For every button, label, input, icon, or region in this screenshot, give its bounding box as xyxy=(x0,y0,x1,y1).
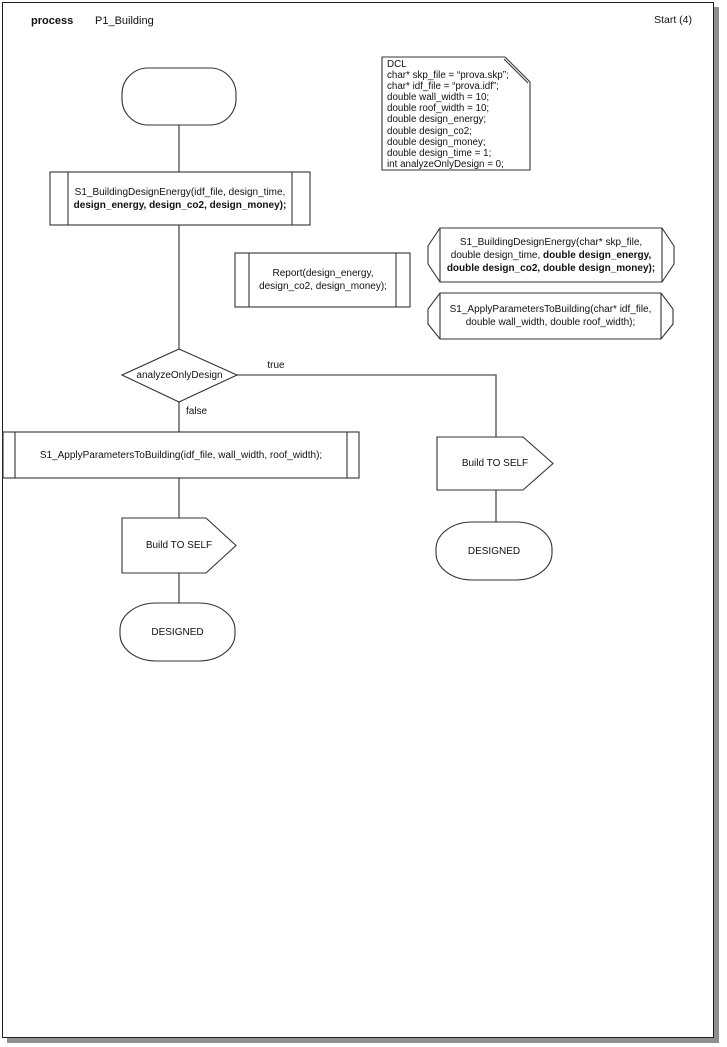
build-to-self-left-node[interactable]: Build TO SELF xyxy=(122,518,236,573)
decl-energy-line1: S1_BuildingDesignEnergy(char* skp_file, xyxy=(459,237,643,248)
build-to-self-right-node[interactable]: Build TO SELF xyxy=(437,437,553,490)
decl-apply-line2: double wall_width, double roof_width); xyxy=(465,317,636,328)
connector-true-branch xyxy=(237,374,497,437)
start-terminator-shape xyxy=(121,67,237,126)
call-energy-line2: design_energy, design_co2, design_money)… xyxy=(73,199,287,211)
call-apply-label: S1_ApplyParametersToBuilding(idf_file, w… xyxy=(39,449,323,461)
dcl-line: char* skp_file = “prova.skp”; xyxy=(387,70,509,82)
call-apply-shape xyxy=(2,431,360,479)
decl-apply-shape xyxy=(427,292,674,340)
connectors xyxy=(178,125,497,603)
decl-energy-shape xyxy=(427,227,675,283)
call-apply-node[interactable]: S1_ApplyParametersToBuilding(idf_file, w… xyxy=(15,433,347,477)
decl-energy-line3: double design_co2, double design_money); xyxy=(446,263,656,274)
decl-energy-line2-bold: double design_energy, xyxy=(540,250,652,261)
decl-apply-node[interactable]: S1_ApplyParametersToBuilding(char* idf_f… xyxy=(440,294,661,338)
designed-left-node[interactable]: DESIGNED xyxy=(120,603,235,661)
report-line2: design_co2, design_money); xyxy=(259,281,387,292)
dcl-line: double design_co2; xyxy=(387,125,472,137)
decl-energy-node[interactable]: S1_BuildingDesignEnergy(char* skp_file, … xyxy=(440,230,662,281)
dcl-line: int analyzeOnlyDesign = 0; xyxy=(387,158,504,170)
designed-right-node[interactable]: DESIGNED xyxy=(436,522,552,580)
decision-node[interactable]: analyzeOnlyDesign xyxy=(122,350,237,401)
process-name: P1_Building xyxy=(95,15,154,27)
dcl-note[interactable]: DCL char* skp_file = “prova.skp”; char* … xyxy=(387,59,527,170)
dcl-line: double design_time = 1; xyxy=(387,147,492,159)
process-kind-label: process xyxy=(31,15,74,27)
dcl-line: DCL xyxy=(387,59,407,70)
call-energy-node[interactable]: S1_BuildingDesignEnergy(idf_file, design… xyxy=(68,174,292,223)
decl-energy-line2-normal: double design_time, xyxy=(450,250,541,261)
dcl-line: double design_money; xyxy=(387,136,486,148)
call-energy-shape xyxy=(49,171,311,226)
decl-energy-line2: double design_time, double design_energy… xyxy=(451,249,651,262)
designed-left-shape xyxy=(119,602,236,662)
report-node[interactable]: Report(design_energy, design_co2, design… xyxy=(249,255,397,305)
report-line1: Report(design_energy, xyxy=(272,268,374,279)
build-left-label: Build TO SELF xyxy=(145,540,213,551)
decl-apply-line1: S1_ApplyParametersToBuilding(char* idf_f… xyxy=(449,304,652,315)
decision-label: analyzeOnlyDesign xyxy=(136,370,223,381)
designed-left-label: DESIGNED xyxy=(151,626,204,638)
dcl-line: char* idf_file = “prova.idf”; xyxy=(387,81,499,93)
build-right-label: Build TO SELF xyxy=(461,458,529,469)
build-left-shape xyxy=(121,517,237,574)
dcl-line: double wall_width = 10; xyxy=(387,92,490,104)
report-shape xyxy=(234,252,411,308)
call-energy-line1: S1_BuildingDesignEnergy(idf_file, design… xyxy=(74,186,286,198)
dcl-line: double design_energy; xyxy=(387,114,487,126)
branch-true-label: true xyxy=(267,360,285,371)
branch-false-label: false xyxy=(186,406,208,417)
page-start-label: Start (4) xyxy=(654,14,692,26)
build-right-shape xyxy=(436,436,554,491)
dcl-line: double roof_width = 10; xyxy=(387,103,490,115)
decision-diamond-shape xyxy=(120,348,239,403)
dcl-note-shape xyxy=(381,56,531,171)
designed-right-label: DESIGNED xyxy=(467,545,521,557)
designed-right-shape xyxy=(435,521,553,581)
